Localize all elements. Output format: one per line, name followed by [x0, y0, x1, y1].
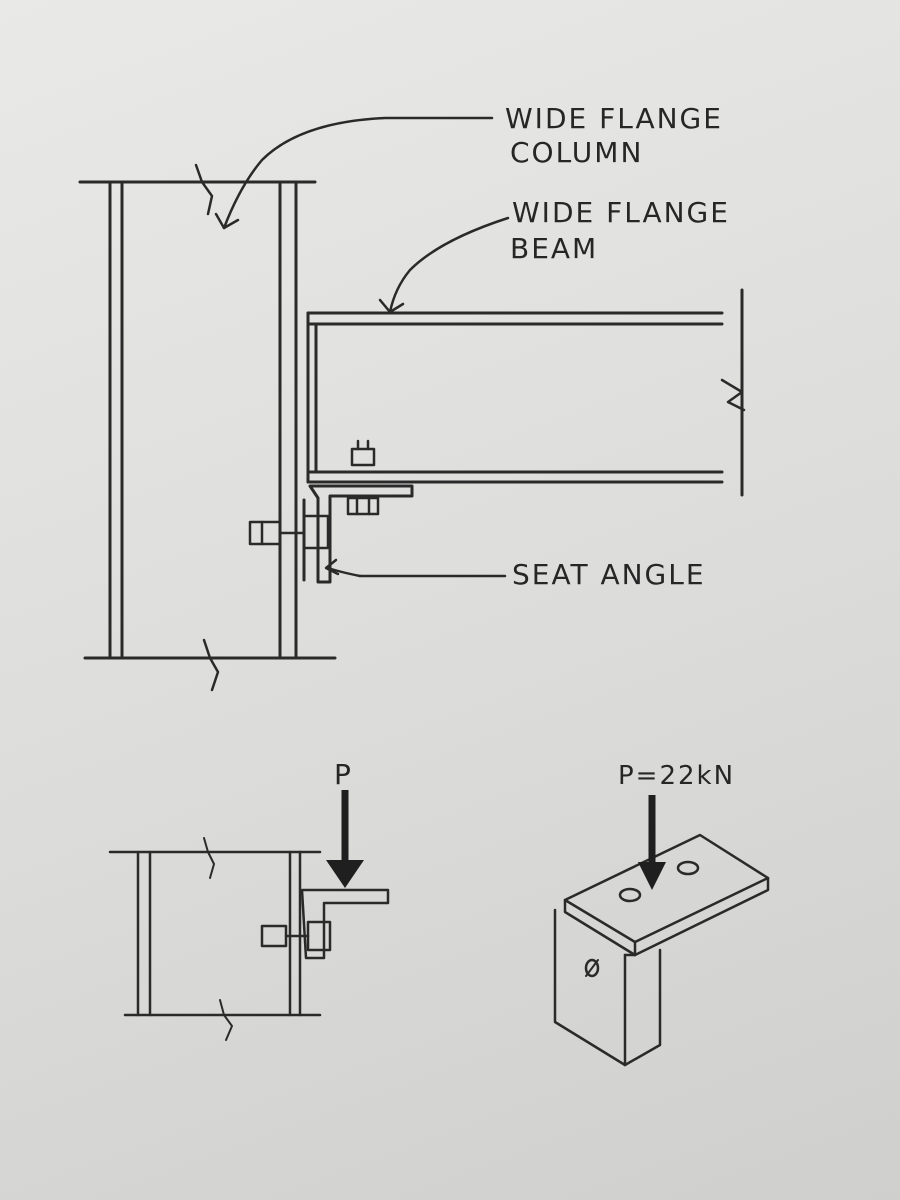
beam-label: WIDE FLANGE BEAM: [510, 196, 741, 265]
seat-bolt-vertical: [346, 439, 380, 516]
section-column: [108, 837, 322, 1041]
column-label: WIDE FLANGE COLUMN: [505, 102, 734, 169]
leader-beam: [378, 216, 510, 314]
isometric-seat-angle: P=22kN: [553, 761, 770, 1067]
section-seat-angle: [260, 888, 390, 960]
seat-angle-label: SEAT ANGLE: [512, 558, 706, 591]
load-symbol-label: P: [334, 758, 353, 791]
main-elevation: WIDE FLANGE COLUMN WIDE FLANGE BEAM SEAT…: [78, 102, 746, 692]
section-view: P: [108, 758, 390, 1041]
wide-flange-beam: [306, 288, 746, 497]
isometric-load-arrow: [638, 795, 666, 890]
section-load-arrow: [326, 790, 364, 888]
leader-seat-angle: [324, 558, 507, 578]
wide-flange-column: [78, 163, 337, 692]
leader-column: [214, 116, 494, 230]
load-value-label: P=22kN: [618, 761, 735, 791]
seat-bolt-horizontal: [248, 514, 330, 550]
